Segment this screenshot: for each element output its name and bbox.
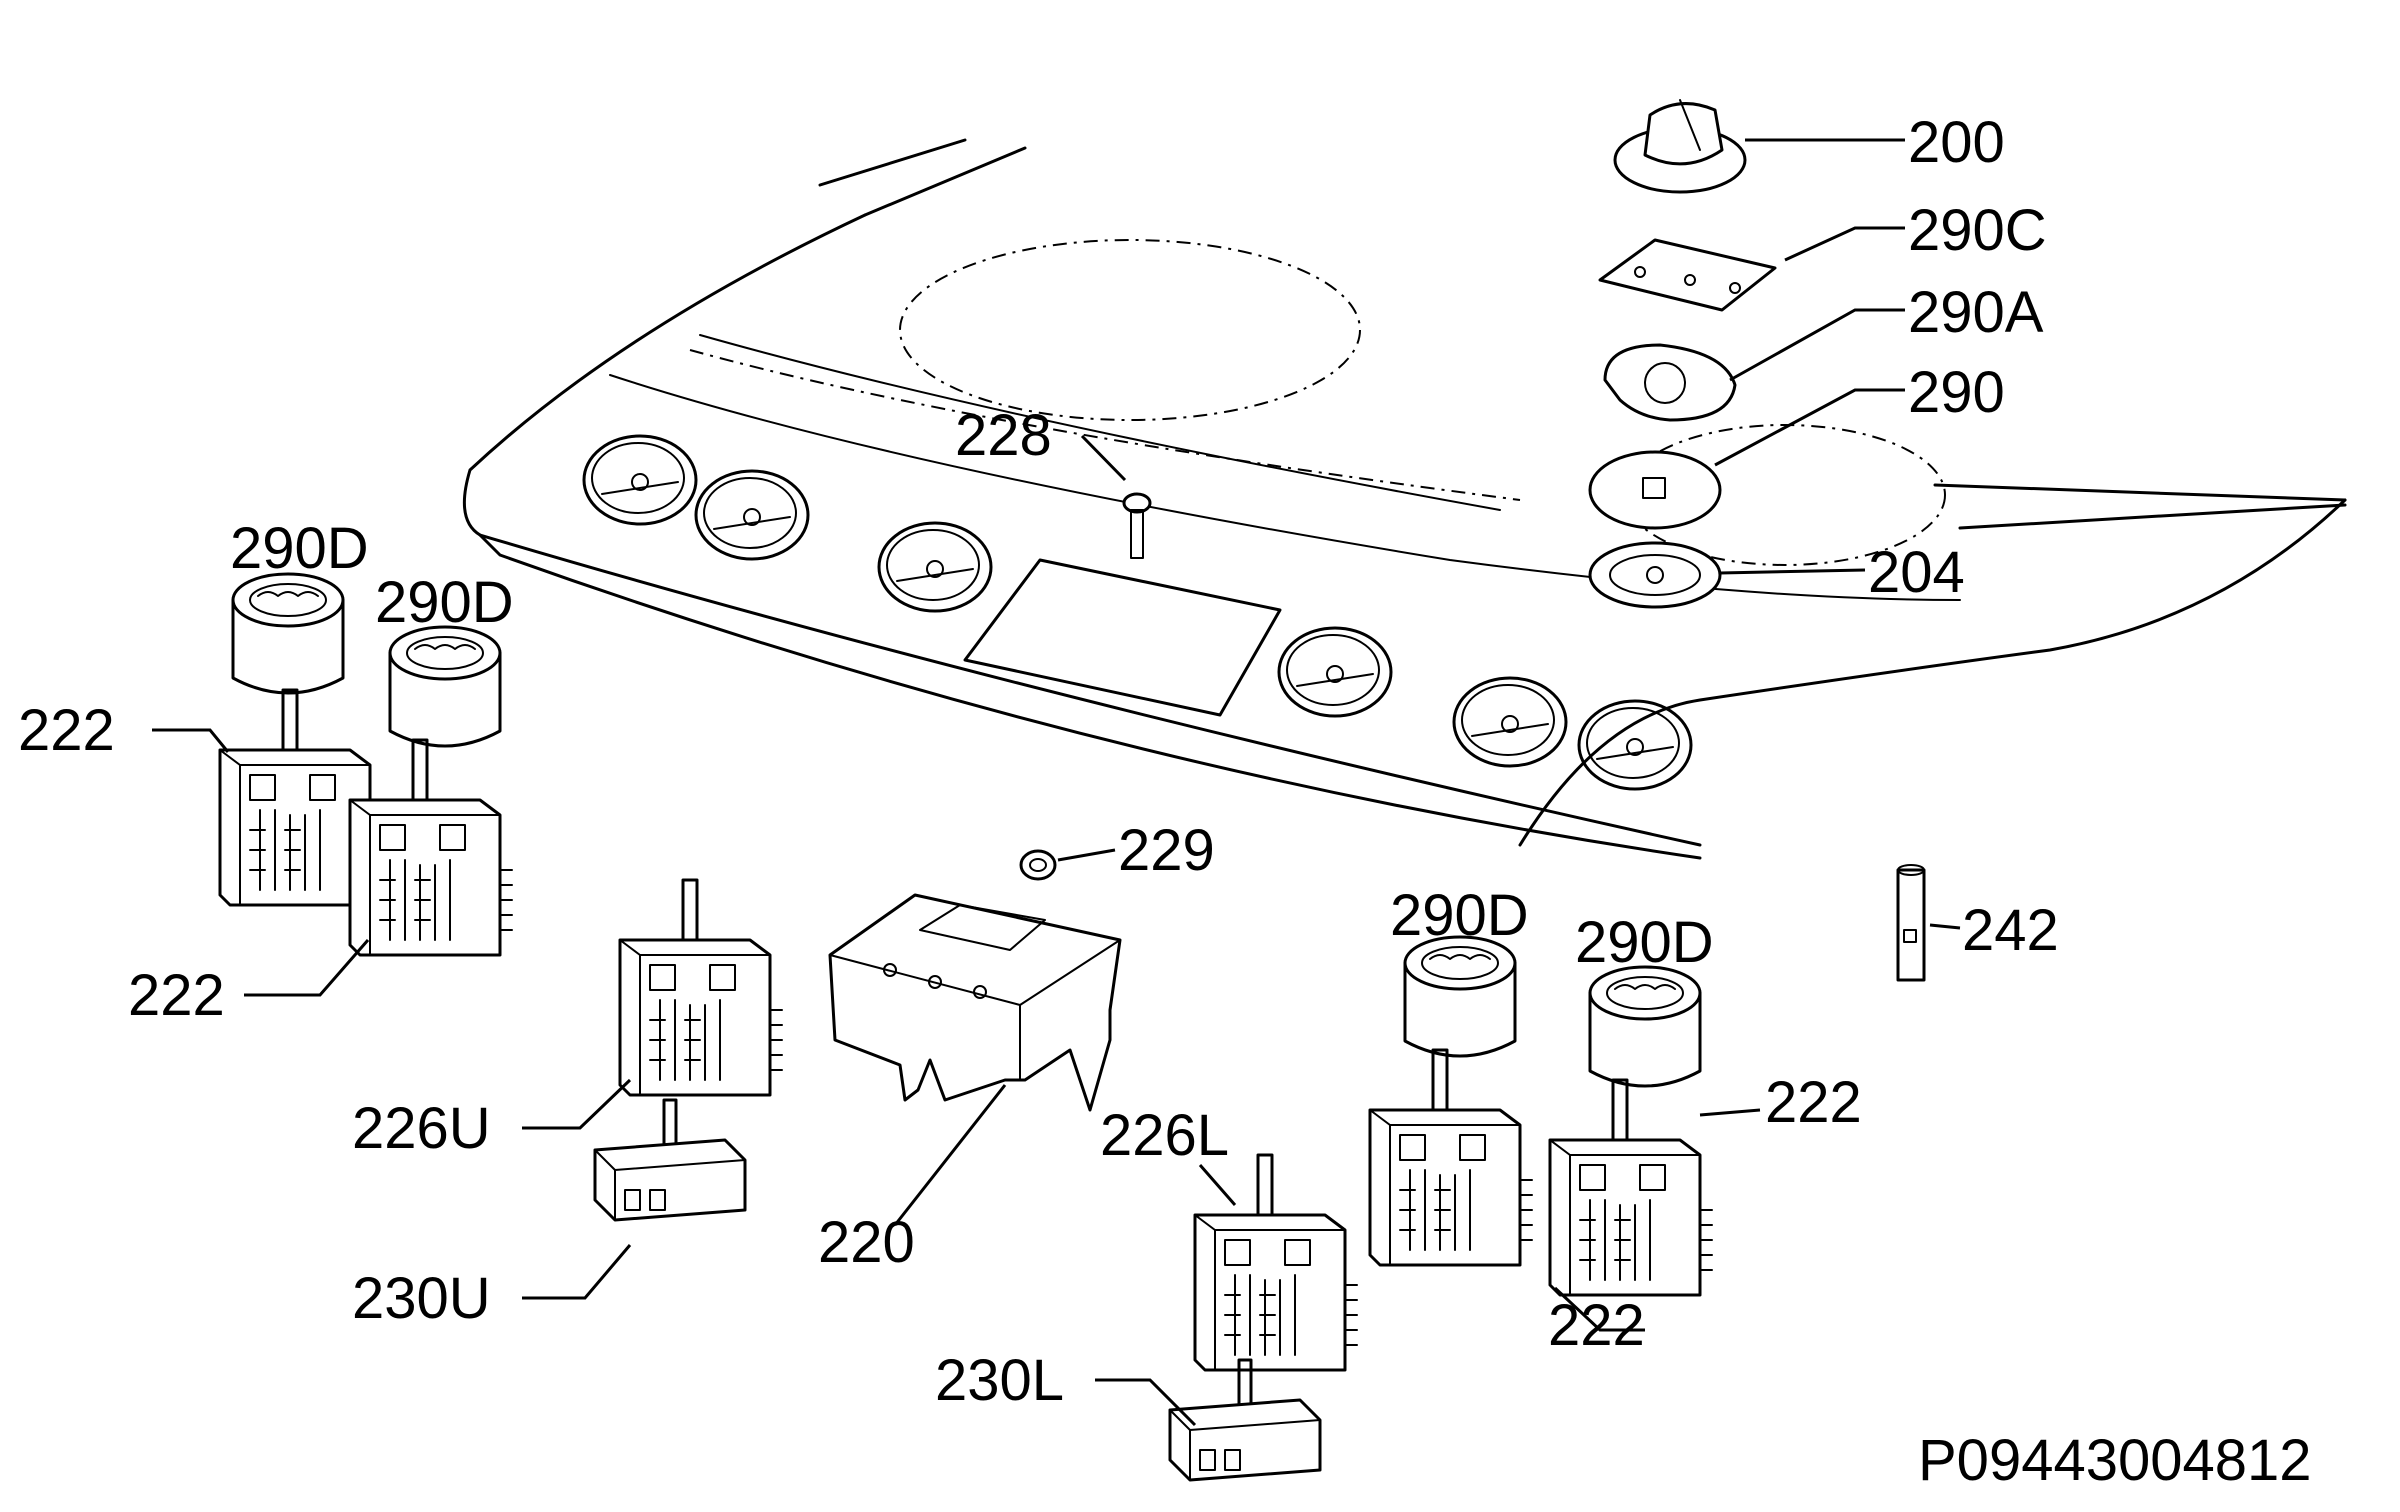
thermostat-230U [593, 1098, 747, 1222]
callout-228: 228 [955, 403, 1052, 468]
callout-226L: 226L [1100, 1103, 1229, 1168]
pin-242 [1896, 864, 1926, 982]
callout-226U: 226U [352, 1096, 491, 1161]
control-knob-200 [1613, 99, 1747, 194]
callout-222-4: 222 [1548, 1293, 1645, 1358]
callout-290D-3: 290D [1390, 883, 1529, 948]
callout-labels: 200 290C 290A 290 204 228 229 242 220 22… [18, 110, 2312, 1493]
callout-229: 229 [1118, 818, 1215, 883]
callout-290D-1: 290D [230, 516, 369, 581]
callout-242: 242 [1962, 898, 2059, 963]
switch-222-2 [348, 738, 514, 957]
leader-lines [152, 138, 1961, 1427]
callout-222-1: 222 [18, 698, 115, 763]
knob-cap-290D-4 [1588, 965, 1702, 1088]
callout-222-3: 222 [1765, 1070, 1862, 1135]
callout-230U: 230U [352, 1266, 491, 1331]
screw-228 [1122, 492, 1152, 559]
callout-222-2: 222 [128, 963, 225, 1028]
callout-230L: 230L [935, 1348, 1064, 1413]
disc-290 [1588, 450, 1722, 530]
thermostat-230L [1168, 1358, 1322, 1482]
callout-204: 204 [1868, 540, 1965, 605]
callout-290D-2: 290D [375, 570, 514, 635]
electronic-module-220 [828, 893, 1122, 1112]
trim-plate-290C [1598, 238, 1777, 312]
knob-cap-290D-3 [1403, 935, 1517, 1058]
callout-290D-4: 290D [1575, 910, 1714, 975]
callout-200: 200 [1908, 110, 2005, 175]
hob-top-panel [462, 138, 2347, 860]
knob-cap-290D-1 [231, 572, 345, 695]
callout-290A: 290A [1908, 280, 2044, 345]
nut-229 [1019, 849, 1057, 881]
ring-290A [1603, 343, 1737, 422]
callout-290C: 290C [1908, 198, 2047, 263]
drawing-number: P09443004812 [1918, 1428, 2312, 1493]
knob-cap-290D-2 [388, 625, 502, 748]
gasket-204 [1588, 541, 1722, 609]
switch-226U [618, 878, 784, 1097]
callout-290: 290 [1908, 360, 2005, 425]
callout-220: 220 [818, 1210, 915, 1275]
switch-222-3 [1368, 1048, 1534, 1267]
switch-222-4 [1548, 1078, 1714, 1297]
